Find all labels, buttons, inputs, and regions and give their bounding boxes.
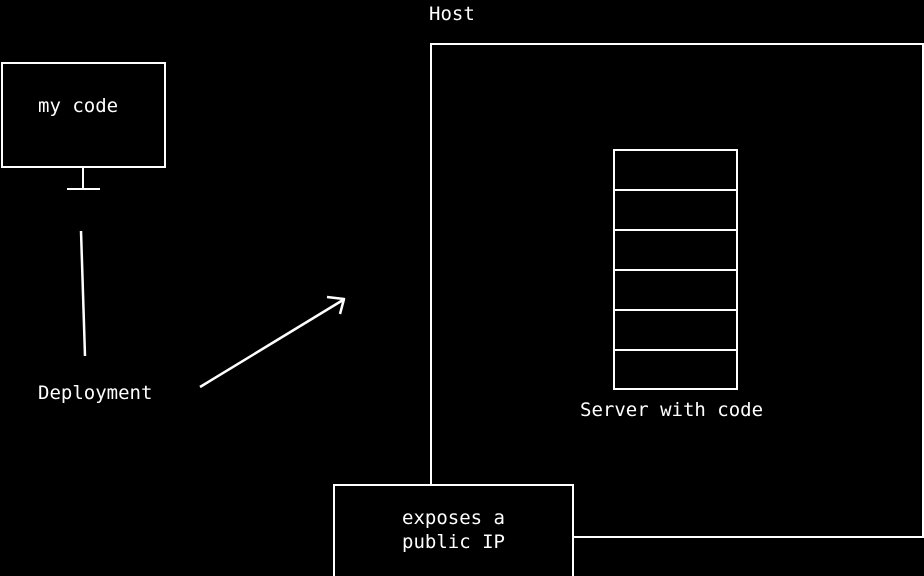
server-shelf <box>615 229 736 231</box>
arrow-head-icon <box>326 295 346 315</box>
server-rack-icon <box>613 149 738 390</box>
public-ip-box: exposes a public IP <box>333 484 574 576</box>
deployment-connector-line <box>79 230 87 357</box>
server-shelf <box>615 349 736 351</box>
deployment-arrow-shaft <box>199 298 344 389</box>
server-shelf <box>615 309 736 311</box>
deployment-label: Deployment <box>38 382 153 404</box>
host-label: Host <box>429 3 475 25</box>
public-ip-line-1: exposes a <box>402 507 505 529</box>
public-ip-line-2: public IP <box>402 531 505 553</box>
computer-label: my code <box>38 95 119 117</box>
host-container <box>430 43 924 538</box>
server-shelf <box>615 269 736 271</box>
computer-monitor-icon <box>1 62 166 168</box>
server-shelf <box>615 189 736 191</box>
server-label: Server with code <box>580 399 764 421</box>
